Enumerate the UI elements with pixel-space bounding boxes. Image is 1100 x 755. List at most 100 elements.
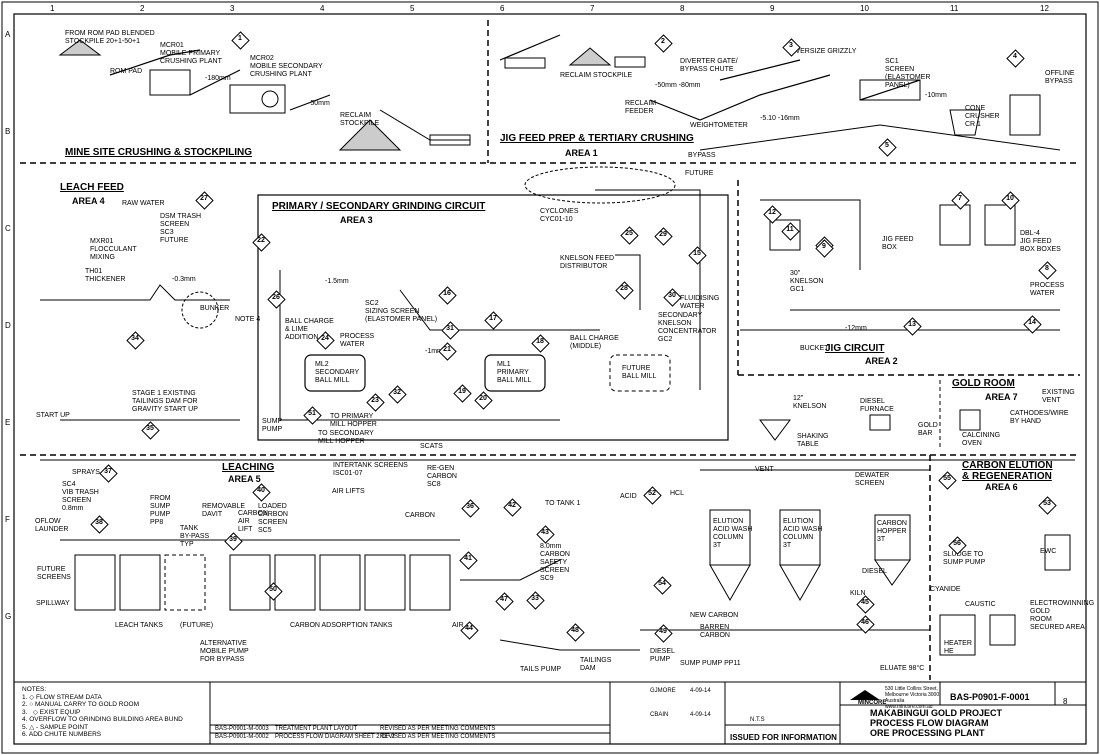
label-elution-col-1: ELUTION ACID WASH COLUMN 3T: [713, 518, 753, 549]
area-title-gold-room: GOLD ROOM: [952, 378, 1015, 389]
stream-44: 44: [460, 621, 479, 640]
label-future-screens: FUTURE SCREENS: [37, 566, 71, 581]
scale: N.T.S: [750, 717, 765, 723]
stream-34: 34: [126, 331, 145, 350]
stream-17: 17: [484, 311, 503, 330]
ref-dwg-1-title: TREATMENT PLANT LAYOUT: [275, 726, 358, 732]
label-interstage: INTERTANK SCREENS ISC01-07: [333, 462, 408, 477]
area-title-mine: MINE SITE CRUSHING & STOCKPILING: [65, 147, 253, 158]
rev-desc-1: REVISED AS PER MEETING COMMENTS: [380, 726, 496, 732]
grid-col-3: 3: [230, 4, 235, 13]
stream-37: 37: [99, 464, 118, 483]
stream-5: 5: [878, 138, 897, 157]
label-sump-pump-11: SUMP PUMP PP11: [680, 660, 741, 667]
revision: 8: [1063, 697, 1068, 706]
stream-25: 25: [620, 226, 639, 245]
label-tank-bypass: TANK BY-PASS TYP: [180, 525, 210, 548]
grid-col-9: 9: [770, 4, 775, 13]
label-knelson-30: 30" KNELSON GC1: [790, 270, 824, 293]
stream-15: 15: [688, 246, 707, 265]
label-electrowin: ELECTROWINNING GOLD ROOM: [1030, 600, 1095, 623]
label-flocculant: MXR01 FLOCCULANT MIXING: [90, 238, 137, 261]
grid-col-5: 5: [410, 4, 415, 13]
grid-col-12: 12: [1040, 4, 1049, 13]
label-gold-bar: GOLD BAR: [918, 422, 938, 437]
stream-43: 43: [536, 525, 555, 544]
label-heater: HEATER HE: [944, 640, 972, 655]
stream-1: 1: [231, 31, 250, 50]
label-cyanide: CYANIDE: [930, 586, 961, 593]
drawing-title: PROCESS FLOW DIAGRAM: [870, 718, 989, 728]
grid-col-8: 8: [680, 4, 685, 13]
label-acid: ACID: [620, 493, 637, 500]
label-knelson-feed: KNELSON FEED DISTRIBUTOR: [560, 255, 615, 270]
label-diesel: DIESEL: [862, 568, 887, 575]
label-bunker: BUNKER: [200, 305, 230, 312]
area-title-jig-feed: JIG FEED PREP & TERTIARY CRUSHING: [500, 133, 694, 144]
grid-row-e: E: [5, 418, 11, 427]
label-carbon: CARBON: [405, 512, 435, 519]
label-cathodes: CATHODES/WIRE BY HAND: [1010, 410, 1069, 425]
size-50mm: -50mm: [308, 100, 330, 107]
label-grizzly: OVERSIZE GRIZZLY: [790, 48, 857, 55]
area-title-leaching: LEACHING: [222, 462, 275, 473]
label-re-gen: RE-GEN CARBON SC8: [427, 465, 457, 488]
stream-49: 49: [654, 624, 673, 643]
label-existing-vent: EXISTING VENT: [1042, 389, 1075, 404]
stream-7: 7: [951, 191, 970, 210]
label-oflow: OFLOW LAUNDER: [35, 518, 69, 533]
stream-39: 39: [224, 532, 243, 551]
label-diesel-pump: DIESEL PUMP: [650, 648, 675, 663]
stream-51: 51: [303, 406, 322, 425]
area-title-elution: CARBON ELUTION: [962, 460, 1053, 471]
label-tails-pump: TAILS PUMP: [520, 666, 562, 673]
stream-4: 4: [1006, 49, 1025, 68]
label-thickener: TH01 THICKENER: [85, 268, 126, 283]
label-jig-feed-box: JIG FEED BOX: [882, 236, 914, 251]
rev-desc-2: REVISED AS PER MEETING COMMENTS: [380, 734, 496, 740]
grid-row-g: G: [5, 612, 12, 621]
label-ewc: EWC: [1040, 548, 1057, 555]
grid-row-a: A: [5, 30, 11, 39]
label-stage1: STAGE 1 EXISTING TAILINGS DAM FOR GRAVIT…: [132, 390, 198, 413]
stream-22: 22: [252, 233, 271, 252]
label-dbl-jigs: DBL-4 JIG FEED BOX BOXES: [1020, 230, 1061, 253]
area-sub-3: AREA 3: [340, 215, 373, 225]
label-sprays: SPRAYS: [72, 469, 100, 476]
stream-45: 45: [856, 595, 875, 614]
label-carbon-air: CARBON AIR LIFT: [238, 510, 268, 533]
label-removable-davit: REMOVABLE DAVIT: [202, 503, 246, 518]
label-bypass: BYPASS: [688, 152, 716, 159]
grid-col-7: 7: [590, 4, 595, 13]
size-12mm: -12mm: [845, 325, 867, 332]
stream-2: 2: [654, 34, 673, 53]
label-raw-water: RAW WATER: [122, 200, 165, 207]
stream-40: 40: [252, 483, 271, 502]
stream-24: 24: [316, 331, 335, 350]
label-primary-mill: ML1 PRIMARY BALL MILL: [497, 361, 532, 384]
stream-33: 33: [526, 591, 545, 610]
label-note4: NOTE 4: [235, 316, 261, 323]
label-future-top: FUTURE: [685, 170, 714, 177]
grid-row-c: C: [5, 224, 11, 233]
stream-32: 32: [388, 385, 407, 404]
notes: NOTES: 1. ◇ FLOW STREAM DATA 2. ○ MANUAL…: [22, 686, 183, 738]
checked-date: 4-09-14: [690, 712, 711, 718]
stream-12: 12: [763, 205, 782, 224]
label-calcining: CALCINING OVEN: [962, 432, 1001, 447]
stream-28: 28: [615, 281, 634, 300]
stream-13: 13: [903, 317, 922, 336]
label-secondary-mill: ML2 SECONDARY BALL MILL: [315, 361, 360, 384]
label-secured: SECURED AREA: [1030, 624, 1085, 631]
area-sub-2: AREA 2: [865, 356, 898, 366]
label-sizing-screen: SC2 SIZING SCREEN (ELASTOMER PANEL): [365, 300, 438, 323]
stream-16: 16: [438, 286, 457, 305]
stream-47: 47: [495, 592, 514, 611]
area-title-leach-feed: LEACH FEED: [60, 182, 124, 193]
stream-41: 41: [459, 551, 478, 570]
stream-35: 35: [141, 421, 160, 440]
stream-23: 23: [366, 393, 385, 412]
label-future: (FUTURE): [180, 622, 214, 629]
stream-38: 38: [90, 515, 109, 534]
